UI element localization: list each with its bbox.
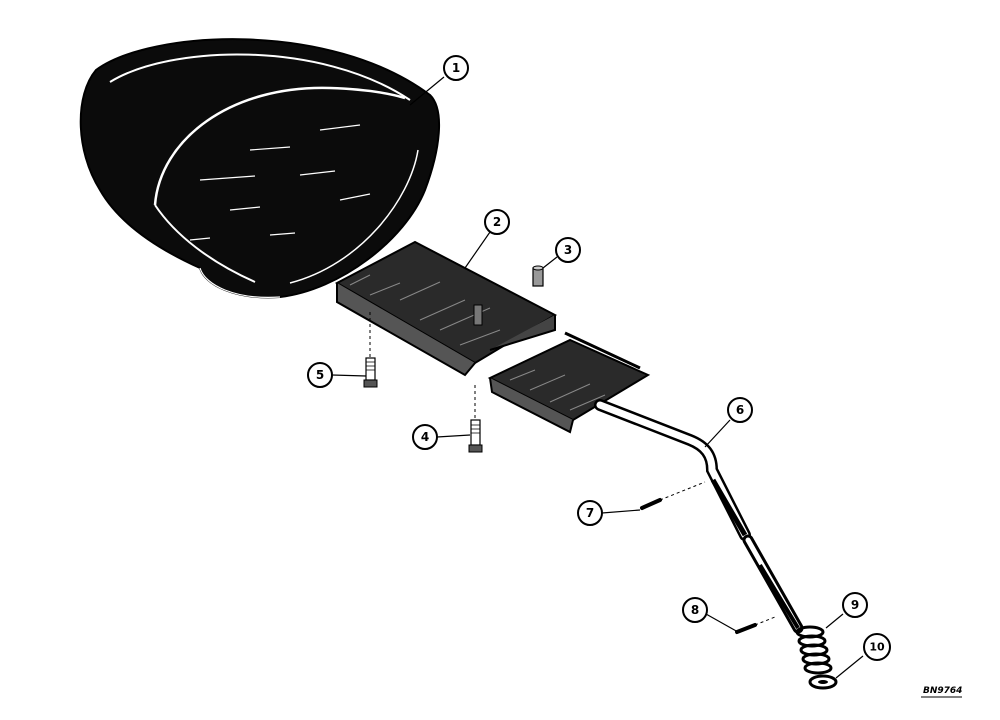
callout-7: 7 <box>577 500 603 526</box>
callout-1: 1 <box>443 55 469 81</box>
callout-9-label: 9 <box>851 598 859 612</box>
callout-2: 2 <box>484 209 510 235</box>
pin-upper <box>640 481 706 510</box>
callout-4: 4 <box>412 424 438 450</box>
spring <box>795 625 833 675</box>
callout-3: 3 <box>555 237 581 263</box>
drawing-number-label: BN9764 <box>923 686 962 696</box>
callout-7-label: 7 <box>586 506 594 520</box>
callout-9: 9 <box>842 592 868 618</box>
callout-10: 10 <box>863 633 891 661</box>
adjusting-rod <box>742 534 804 634</box>
leader-lines <box>331 76 864 679</box>
seat-pan <box>79 38 440 299</box>
callout-4-label: 4 <box>421 430 429 444</box>
callout-3-label: 3 <box>564 243 572 257</box>
washer <box>808 674 838 690</box>
bolt-long <box>468 385 483 453</box>
stud <box>532 265 544 287</box>
drawing-number: BN9764 <box>921 686 962 698</box>
seat-bracket <box>334 240 558 377</box>
callout-10-label: 10 <box>869 641 885 654</box>
callout-1-label: 1 <box>452 61 460 75</box>
seat-support-bar <box>487 331 751 541</box>
bolt-short <box>363 312 378 388</box>
callout-2-label: 2 <box>493 215 501 229</box>
pin-lower <box>735 616 776 634</box>
callout-6-label: 6 <box>736 403 744 417</box>
callout-5-label: 5 <box>316 368 324 382</box>
callout-8-label: 8 <box>691 603 699 617</box>
callout-5: 5 <box>307 362 333 388</box>
callout-8: 8 <box>682 597 708 623</box>
callout-6: 6 <box>727 397 753 423</box>
